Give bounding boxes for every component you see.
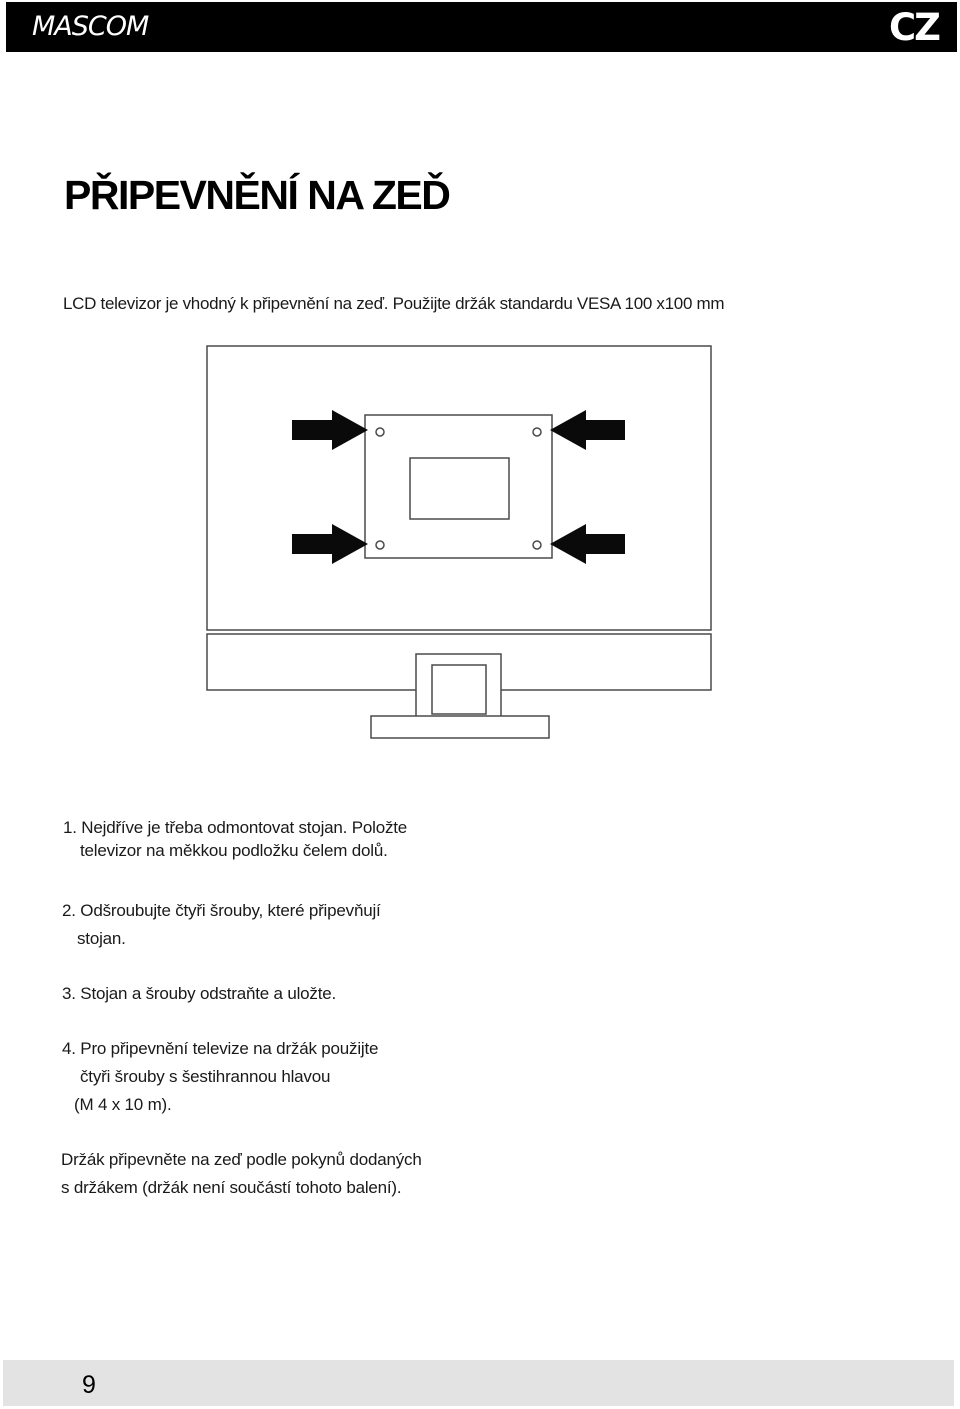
intro-text: LCD televizor je vhodný k připevnění na … [63,294,725,313]
vesa-inner-rect [409,457,510,520]
step-4-line-3: (M 4 x 10 m). [74,1095,172,1114]
arrow-bottom-right [550,524,625,564]
brand-logo: MASCOM [32,11,149,42]
arrow-bottom-left [292,524,368,564]
note-line-2: s držákem (držák není součástí tohoto ba… [61,1178,402,1197]
step-4-line-1: 4. Pro připevnění televize na držák použ… [62,1039,379,1058]
page-number: 9 [82,1371,96,1399]
stand-neck-outer [415,653,502,720]
stand-base [370,715,550,739]
step-3-line-1: 3. Stojan a šrouby odstraňte a uložte. [62,984,337,1003]
screw-hole-bottom-left [375,540,385,550]
vesa-plate [364,414,553,559]
footer-bar [3,1360,954,1406]
screw-hole-bottom-right [532,540,542,550]
screw-hole-top-left [375,427,385,437]
arrow-top-left [292,410,368,450]
page-title: PŘIPEVNĚNÍ NA ZEĎ [64,172,451,218]
arrow-top-right [550,410,625,450]
screw-hole-top-right [532,427,542,437]
step-2-line-1: 2. Odšroubujte čtyři šrouby, které připe… [62,901,381,920]
step-1-line-1: 1. Nejdříve je třeba odmontovat stojan. … [63,818,408,837]
note-line-1: Držák připevněte na zeď podle pokynů dod… [61,1150,422,1169]
tv-back-panel [206,345,712,631]
step-4-line-2: čtyři šrouby s šestihrannou hlavou [80,1067,331,1086]
step-1-line-2: televizor na měkkou podložku čelem dolů. [80,841,388,860]
tv-mounting-diagram [206,345,712,739]
step-2-line-2: stojan. [77,929,126,948]
stand-neck-inner [431,664,487,715]
header-bar: MASCOM CZ [6,2,957,52]
language-code: CZ [889,6,941,49]
